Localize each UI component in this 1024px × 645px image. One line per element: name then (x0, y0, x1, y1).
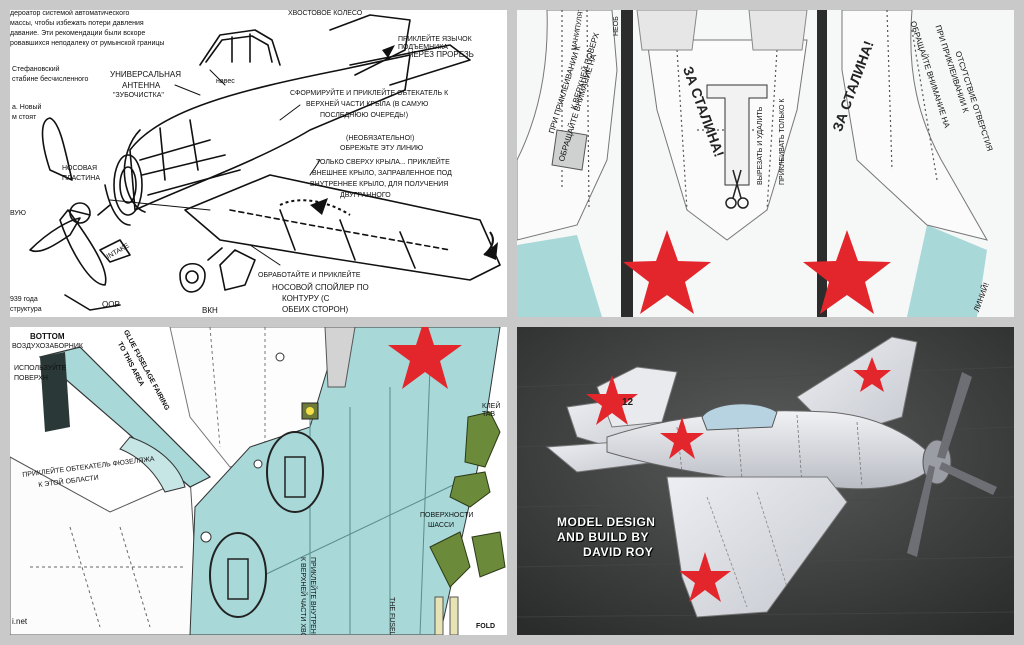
spoiler-instruction-1: ОБРАБОТАЙТЕ И ПРИКЛЕЙТЕ (258, 272, 361, 279)
gear-surface-label: ПОВЕРХНОСТИ (420, 512, 474, 519)
wing-instruction-3: ВНУТРЕННЕЕ КРЫЛО, ДЛЯ ПОЛУЧЕНИЯ (310, 181, 449, 188)
antenna-label-2: АНТЕННА (122, 81, 161, 90)
intro-line-2: массы, чтобы избежать потери давления (10, 20, 144, 27)
inner-wing-note-2: К ВЕРХНЕЙ ЧАСТИ ХВОСТА (299, 557, 306, 635)
tab-instruction-1: ПРИКЛЕЙТЕ ЯЗЫЧОК ПОДЪЕМНИКА (398, 36, 472, 52)
underside-cutout-template (10, 327, 506, 635)
canopy-label: навес (216, 78, 235, 85)
tab-label: КЛЕЙ TAB (482, 403, 501, 419)
tab-instruction-2: ЧЕРЕЗ ПРОРЕЗЬ (408, 50, 474, 59)
cut-note-1: ВЫРЕЗАТЬ И УДАЛИТЬ (757, 106, 764, 185)
intro-line-4: ровавшихся неподалеку от румынской грани… (10, 40, 165, 47)
fairing-instruction-1: СФОРМИРУЙТЕ И ПРИКЛЕЙТЕ ОБТЕКАТЕЛЬ К (290, 90, 449, 97)
stefanovsky-text-2: стабине бесчисленного (12, 76, 89, 83)
antenna-label-3: "ЗУБОЧИСТКА" (113, 92, 164, 99)
underside-template-panel: BOTTOM ВОЗДУХОЗАБОРНИК ИСПОЛЬЗУЙТЕ ПОВЕР… (10, 327, 507, 635)
gear-label: ШАССИ (428, 522, 455, 529)
vu-text: ВУЮ (10, 210, 26, 217)
oop-text: OOP (102, 300, 120, 309)
aircraft-sketch-drawing (29, 14, 501, 311)
tail-number: 12 (622, 397, 634, 408)
credit-line-3: DAVID ROY (583, 545, 654, 559)
cut-note-2: ПРИКЛЕИВАТЬ ТОЛЬКО К (779, 98, 786, 185)
wing-instruction-1: ТОЛЬКО СВЕРХУ КРЫЛА... ПРИКЛЕЙТЕ (316, 159, 450, 166)
fairing-instruction-3: ПОСЛЕДНЮЮ ОЧЕРЕДЬ!) (320, 112, 409, 119)
fuselage-cutout-template (517, 10, 989, 317)
spoiler-instruction-4: ОБЕИХ СТОРОН) (282, 305, 349, 314)
model-credit: MODEL DESIGN AND BUILD BY DAVID ROY (557, 515, 655, 560)
spoiler-instruction-3: КОНТУРУ (С (282, 294, 330, 303)
intro-line-1: дероатор системой автоматического (10, 10, 130, 17)
fold-label: FOLD (476, 623, 496, 630)
new-text: а. Новый (12, 104, 42, 111)
finished-model-photo: 12 MODEL DESIGN AND BUILD BY DAVID ROY (517, 327, 1014, 635)
net-text: i.net (12, 617, 28, 626)
neo-text: НЕОБ (613, 16, 620, 36)
paint-note-1: ИСПОЛЬЗУЙТЕ (14, 365, 67, 372)
wing-instruction-4: ДВУГРАННОГО (340, 192, 391, 199)
spoiler-instruction-2: НОСОВОЙ СПОЙЛЕР ПО (272, 283, 369, 292)
year-text: 939 года (10, 296, 38, 303)
bottom-label: BOTTOM (30, 332, 65, 341)
nose-plate-label-2: ПЛАСТИНА (62, 175, 100, 182)
optional-note-1: (НЕОБЯЗАТЕЛЬНО!) (346, 135, 415, 142)
antenna-label-1: УНИВЕРСАЛЬНАЯ (110, 70, 182, 79)
credit-line-2: AND BUILD BY (557, 530, 649, 544)
credit-line-1: MODEL DESIGN (557, 515, 656, 529)
intake-part-label: ВОЗДУХОЗАБОРНИК (12, 343, 83, 350)
paint-note-2: ПОВЕРХН (14, 375, 48, 382)
structure-text: структура (10, 306, 42, 313)
inner-wing-note-1: ПРИКЛЕЙТЕ ВНУТРЕННЕЕ КРЫЛО (309, 557, 316, 635)
optional-note-2: ОБРЕЖЬТЕ ЭТУ ЛИНИЮ (340, 145, 424, 152)
fuselage-template-panel: ОБРАЩАЙТЕ ВНИМАНИЕ НА ПРИ ПРИКЛЕИВАНИИ К… (517, 10, 1014, 317)
bkh-text: ВКН (202, 306, 218, 315)
wing-instruction-2: ВНЕШНЕЕ КРЫЛО, ЗАПРАВЛЕННОЕ ПОД (312, 170, 452, 177)
tail-wheel-label: ХВОСТОВОЕ КОЛЕСО (288, 10, 363, 17)
new-text-2: м стоят (12, 114, 37, 121)
stefanovsky-text: Стефановский (12, 66, 60, 73)
fairing-instruction-2: ВЕРХНЕЙ ЧАСТИ КРЫЛА (В САМУЮ (306, 101, 429, 108)
assembly-instructions-panel: дероатор системой автоматического массы,… (10, 10, 507, 317)
nose-plate-label-1: НОСОВАЯ (62, 165, 98, 172)
paper-aircraft-model-image: 12 (517, 327, 1014, 635)
glue-fuselage-text: THE FUSELAGE (388, 597, 395, 635)
intro-line-3: давание. Эти рекомендации были вскоре (10, 30, 146, 37)
